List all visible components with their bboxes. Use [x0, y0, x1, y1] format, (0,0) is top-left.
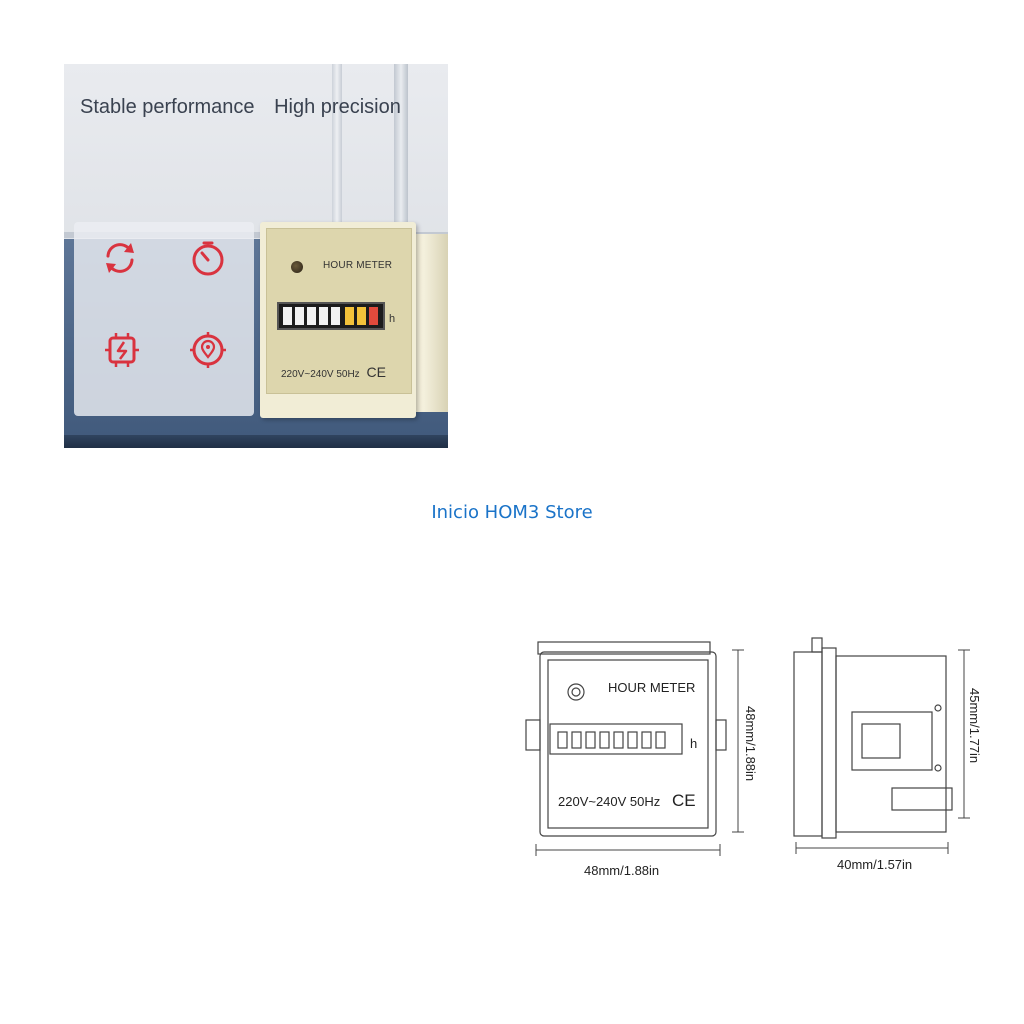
side-height-dimension: [958, 649, 970, 819]
side-housing: [835, 655, 947, 833]
front-top-flange: [537, 641, 711, 655]
photo-window-frame: [332, 64, 342, 234]
location-target-icon: [190, 332, 226, 368]
front-meter-spec: 220V~240V 50Hz: [558, 794, 660, 809]
side-view: [793, 637, 953, 839]
counter-digit: [369, 307, 378, 325]
side-screw-icon: [934, 704, 942, 712]
store-link[interactable]: Inicio HOM3 Store: [431, 502, 593, 523]
front-ce-mark: CE: [672, 791, 696, 810]
front-lamp-inner: [571, 687, 581, 697]
photo-window-frame: [394, 64, 408, 234]
front-height-label: 48mm/1.88in: [743, 706, 758, 781]
photo-headline: Stable performance High precision: [80, 96, 401, 119]
digit-counter: [277, 302, 385, 330]
counter-digit: [319, 307, 328, 325]
meter-unit: h: [389, 313, 396, 325]
front-counter: [549, 723, 683, 755]
power-chip-icon: [105, 333, 139, 367]
meter-spec: 220V~240V 50Hz CE: [281, 364, 386, 380]
side-bezel: [793, 651, 823, 837]
indicator-lamp-icon: [291, 261, 303, 273]
photo-shelf: [64, 232, 448, 238]
side-height-label: 45mm/1.77in: [967, 688, 982, 763]
refresh-icon: [106, 243, 134, 273]
side-top-tab: [811, 637, 823, 653]
feature-icon-panel: [74, 222, 254, 416]
counter-digit: [283, 307, 292, 325]
dimension-drawing: HOUR METER h 220V~240V 50Hz CE 48mm/1.88…: [525, 637, 982, 878]
front-counter-digits: [557, 731, 666, 749]
front-width-label: 48mm/1.88in: [584, 863, 659, 878]
front-view: [525, 641, 727, 837]
side-flange: [821, 647, 837, 839]
headline-high-precision: High precision: [274, 96, 401, 118]
side-depth-label: 40mm/1.57in: [837, 857, 912, 872]
front-face: [547, 659, 709, 829]
front-height-dimension: [732, 649, 744, 833]
front-meter-label: HOUR METER: [608, 680, 695, 695]
side-screw-icon: [934, 764, 942, 772]
hour-meter-device: HOUR METER h 220V~240V 50Hz CE: [260, 222, 416, 418]
side-terminal: [861, 723, 901, 759]
side-terminal-block: [851, 711, 933, 771]
counter-digit: [357, 307, 366, 325]
counter-digit: [307, 307, 316, 325]
meter-face: HOUR METER h 220V~240V 50Hz CE: [266, 228, 412, 394]
side-depth-dimension: [795, 842, 949, 854]
counter-digit: [331, 307, 340, 325]
counter-digit: [345, 307, 354, 325]
front-right-clip: [715, 719, 727, 751]
counter-digit: [295, 307, 304, 325]
headline-stable-performance: Stable performance: [80, 96, 255, 118]
timer-icon: [192, 241, 224, 276]
ce-mark: CE: [366, 364, 386, 380]
front-left-clip: [525, 719, 541, 751]
front-lamp-icon: [567, 683, 585, 701]
meter-voltage: 220V~240V 50Hz: [281, 369, 360, 380]
photo-desk-edge: [64, 435, 448, 448]
front-meter-unit: h: [690, 736, 697, 751]
product-photo: Stable performance High precision: [64, 64, 448, 448]
meter-label: HOUR METER: [323, 260, 393, 271]
side-connector: [891, 787, 953, 811]
front-width-dimension: [535, 844, 721, 856]
